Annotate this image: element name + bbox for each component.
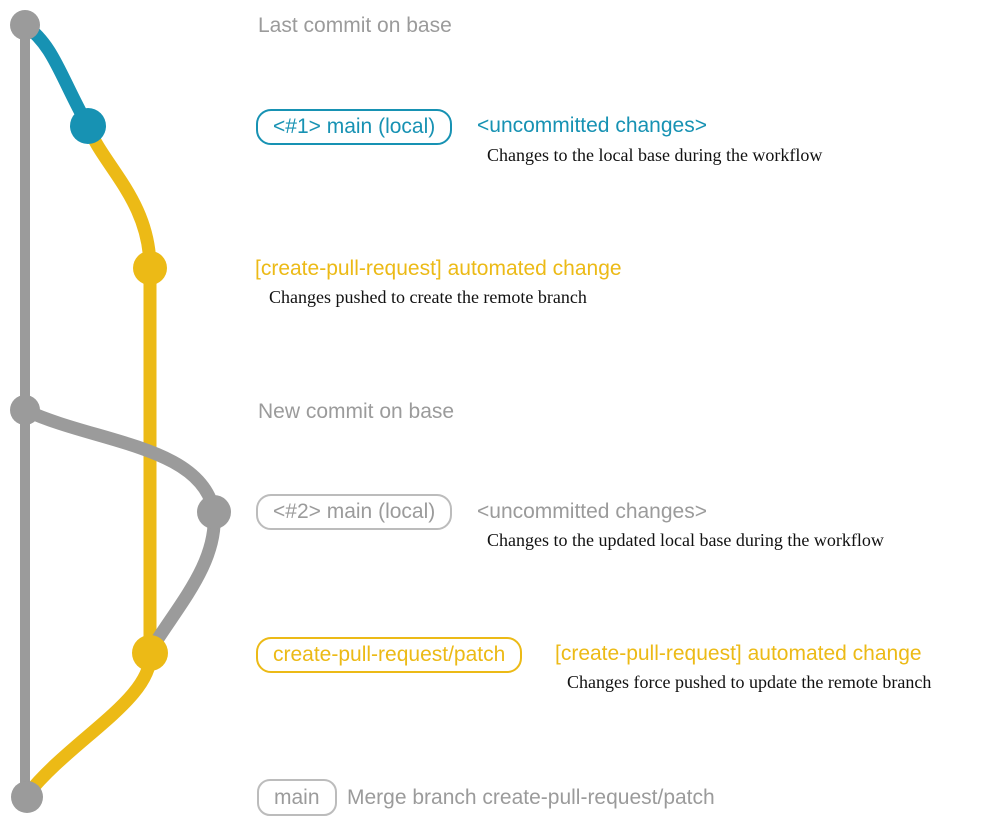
- branch-badge-main-local-1-label: <#1> main (local): [273, 115, 436, 139]
- last-commit-annotation: Last commit on base: [258, 14, 452, 37]
- updated-local-main-branch-path: [18, 403, 221, 655]
- commit-node-patch-2: [132, 635, 168, 671]
- branch-badge-patch-label: create-pull-request/patch: [273, 643, 506, 667]
- uncommitted-changes-heading-1: <uncommitted changes>: [477, 114, 707, 137]
- automated-change-description-1: Changes pushed to create the remote bran…: [269, 287, 587, 307]
- branch-badge-main-label: main: [274, 785, 320, 809]
- uncommitted-changes-description-1: Changes to the local base during the wor…: [487, 145, 823, 165]
- uncommitted-changes-description-2: Changes to the updated local base during…: [487, 530, 884, 550]
- git-graph: [10, 10, 231, 813]
- commit-node-patch-1: [133, 251, 167, 285]
- uncommitted-changes-heading-2: <uncommitted changes>: [477, 500, 707, 523]
- commit-node-local-1: [70, 108, 106, 144]
- branch-badge-main: main: [257, 779, 337, 816]
- patch-branch-path: [20, 119, 157, 802]
- branch-badge-main-local-2: <#2> main (local): [256, 494, 453, 530]
- commit-node-local-2: [197, 495, 231, 529]
- branch-badge-patch: create-pull-request/patch: [256, 637, 523, 673]
- branch-badge-main-local-1: <#1> main (local): [256, 109, 453, 145]
- automated-change-heading-1: [create-pull-request] automated change: [255, 257, 622, 280]
- branch-badge-main-local-2-label: <#2> main (local): [273, 500, 436, 524]
- commit-node-new-base: [10, 395, 40, 425]
- automated-change-heading-2: [create-pull-request] automated change: [555, 642, 922, 665]
- new-commit-annotation: New commit on base: [258, 400, 455, 423]
- commit-node-last-base: [10, 10, 40, 40]
- commit-node-merge: [11, 781, 43, 813]
- merge-commit-heading: Merge branch create-pull-request/patch: [347, 786, 715, 809]
- automated-change-description-2: Changes force pushed to update the remot…: [567, 672, 932, 692]
